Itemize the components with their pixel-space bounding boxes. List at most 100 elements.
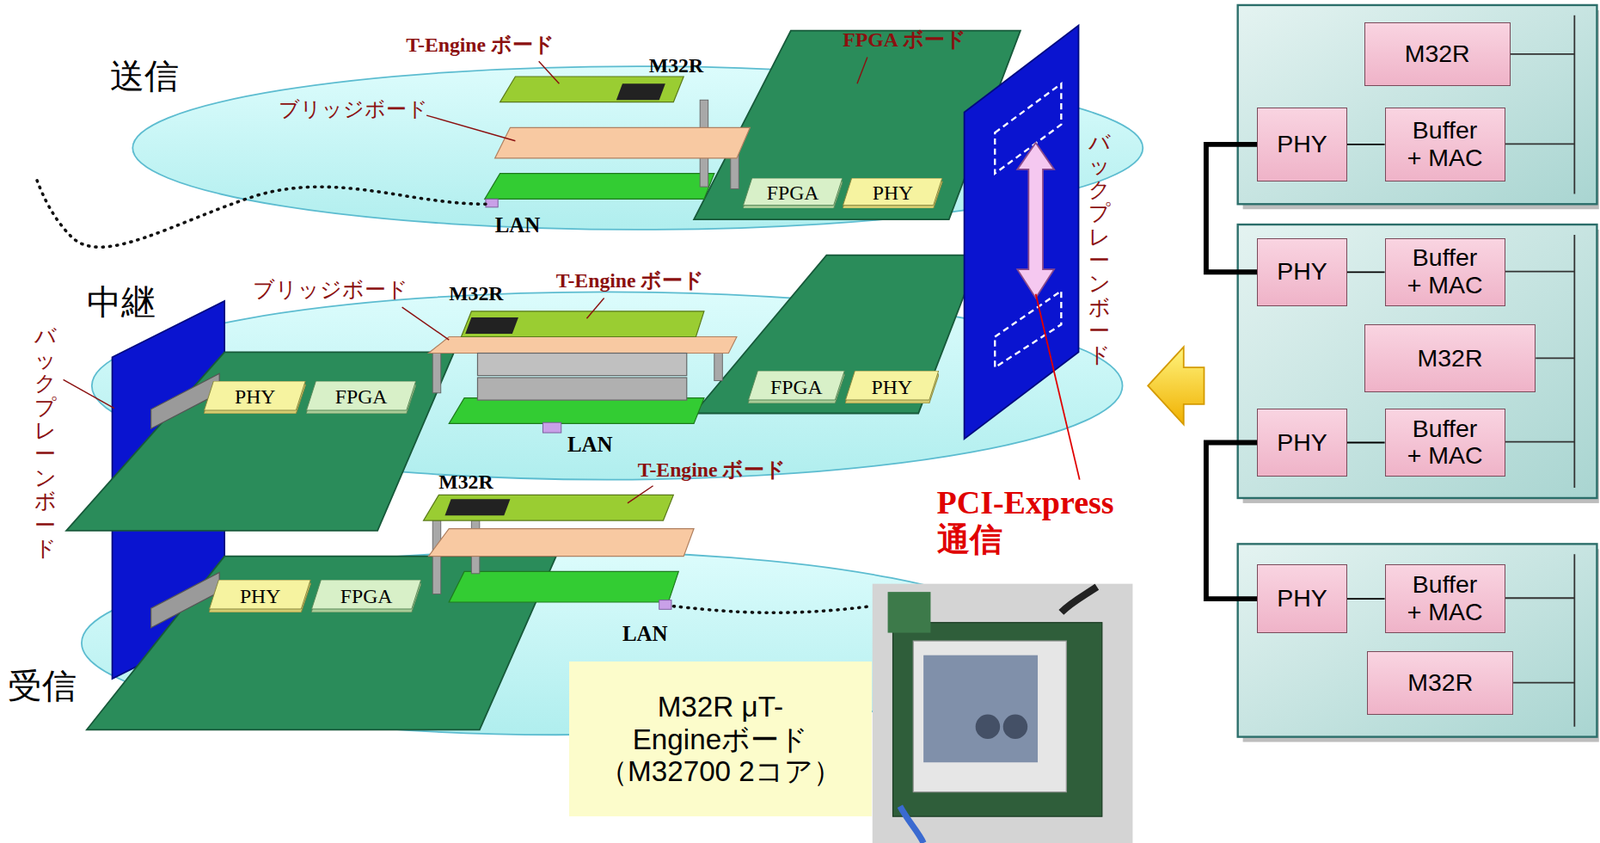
chip-face	[747, 370, 845, 400]
part-label: M32R	[438, 470, 493, 494]
bridge-board	[495, 127, 751, 159]
double-arrow	[1017, 142, 1055, 298]
backplane-connector	[151, 572, 221, 628]
fpga-chip: FPGA	[747, 370, 846, 404]
spacer-post	[432, 349, 441, 393]
block-label: M32R	[1404, 40, 1471, 68]
internal-link	[1347, 441, 1386, 444]
vertical-label-text: バックプレーンボード	[1088, 130, 1110, 367]
fpga-chip: FPGA	[742, 177, 843, 209]
vertical-label: バックプレーンボード	[1088, 130, 1110, 367]
chip-label: PHY	[872, 181, 914, 205]
connector-slot	[994, 290, 1061, 368]
part-label: 受信	[7, 665, 77, 705]
block-box: M32R	[1364, 22, 1511, 86]
photo-cable	[1060, 586, 1098, 613]
label-text: ブリッジボード	[252, 277, 409, 303]
part-label: M32R	[649, 54, 704, 78]
label-text: 受信	[7, 665, 77, 705]
block-box: PHY	[1256, 563, 1347, 633]
lan-cable	[673, 606, 871, 614]
block-box: PHY	[1256, 107, 1347, 183]
bus-stub	[1505, 596, 1576, 599]
internal-link	[1347, 597, 1386, 600]
block-label: Buffer + MAC	[1404, 116, 1486, 172]
block-box: Buffer + MAC	[1385, 238, 1506, 307]
block-label: PHY	[1276, 130, 1328, 159]
chip-face	[845, 370, 938, 400]
board-panel	[1238, 543, 1598, 736]
phy-chip: PHY	[208, 579, 312, 613]
cpu-chip	[444, 498, 510, 515]
part-label: 中継	[86, 281, 156, 322]
board-panel	[1238, 224, 1598, 498]
vertical-label-text: バックプレーンボード	[34, 324, 56, 560]
lan-cable	[36, 179, 486, 247]
lan-board	[448, 570, 679, 602]
block-box: Buffer + MAC	[1385, 107, 1506, 183]
block-label: M32R	[1407, 668, 1473, 697]
t-engine-case	[477, 377, 687, 400]
chip-label: PHY	[234, 385, 276, 409]
block-box: PHY	[1256, 238, 1347, 307]
fpga-board	[693, 255, 980, 414]
photo	[872, 583, 1134, 843]
leader-line	[63, 379, 115, 408]
block-label: M32R	[1417, 344, 1484, 373]
spacer-post	[432, 520, 441, 594]
leader-line	[402, 306, 450, 340]
leader-line	[627, 485, 654, 503]
part-label: ブリッジボード	[252, 277, 409, 303]
part-label: PCI-Express 通信	[937, 484, 1134, 559]
chip-face	[743, 177, 843, 206]
part-label: M32R	[448, 281, 503, 306]
label-text: M32R	[448, 281, 503, 306]
chip-label: FPGA	[335, 385, 388, 409]
part-label: T-Engine ボード	[637, 458, 787, 482]
t-engine-board	[423, 494, 675, 521]
label-text: M32R	[438, 470, 493, 494]
lan-port	[659, 600, 672, 610]
main-board	[66, 351, 454, 531]
caption-text: M32R μT-Engineボード （M32700 2コア）	[577, 690, 864, 787]
block-label: Buffer + MAC	[1404, 570, 1486, 626]
photo-board	[888, 591, 932, 632]
pointer-arrow	[1147, 346, 1204, 424]
cpu-chip	[616, 83, 666, 100]
label-text: PCI-Express 通信	[937, 484, 1134, 559]
label-text: T-Engine ボード	[637, 458, 787, 482]
part-label: T-Engine ボード	[556, 269, 705, 293]
block-label: PHY	[1276, 257, 1328, 286]
photo-icon	[975, 714, 1000, 739]
bus-line	[1573, 15, 1576, 195]
label-text: T-Engine ボード	[556, 269, 705, 293]
photo-screen	[923, 655, 1038, 763]
label-text: M32R	[649, 54, 704, 78]
label-text: ブリッジボード	[278, 98, 429, 122]
block-label: PHY	[1276, 429, 1328, 457]
part-label: 送信	[110, 55, 179, 96]
chip-face	[306, 380, 417, 411]
bus-stub	[1535, 357, 1575, 360]
bus-stub	[1505, 270, 1576, 273]
lan-port	[542, 422, 561, 433]
leader-line	[586, 297, 604, 319]
lan-board	[484, 173, 715, 200]
bus-line	[1573, 234, 1576, 488]
leader-line	[426, 115, 515, 141]
part-label: LAN	[622, 621, 669, 647]
phy-chip: PHY	[203, 380, 307, 414]
block-box: PHY	[1256, 408, 1347, 478]
t-engine-board	[460, 311, 704, 338]
photo-frame	[913, 640, 1067, 792]
label-text: T-Engine ボード	[405, 33, 555, 57]
caption-box: M32R μT-Engineボード （M32700 2コア）	[569, 661, 871, 816]
phy-link	[1206, 144, 1257, 272]
chip-label: PHY	[871, 375, 913, 399]
part-label: T-Engine ボード	[405, 33, 555, 57]
block-box: Buffer + MAC	[1385, 408, 1506, 478]
part-label: FPGA ボード	[842, 28, 966, 52]
label-text: 送信	[110, 55, 179, 96]
photo-cable	[900, 805, 924, 843]
